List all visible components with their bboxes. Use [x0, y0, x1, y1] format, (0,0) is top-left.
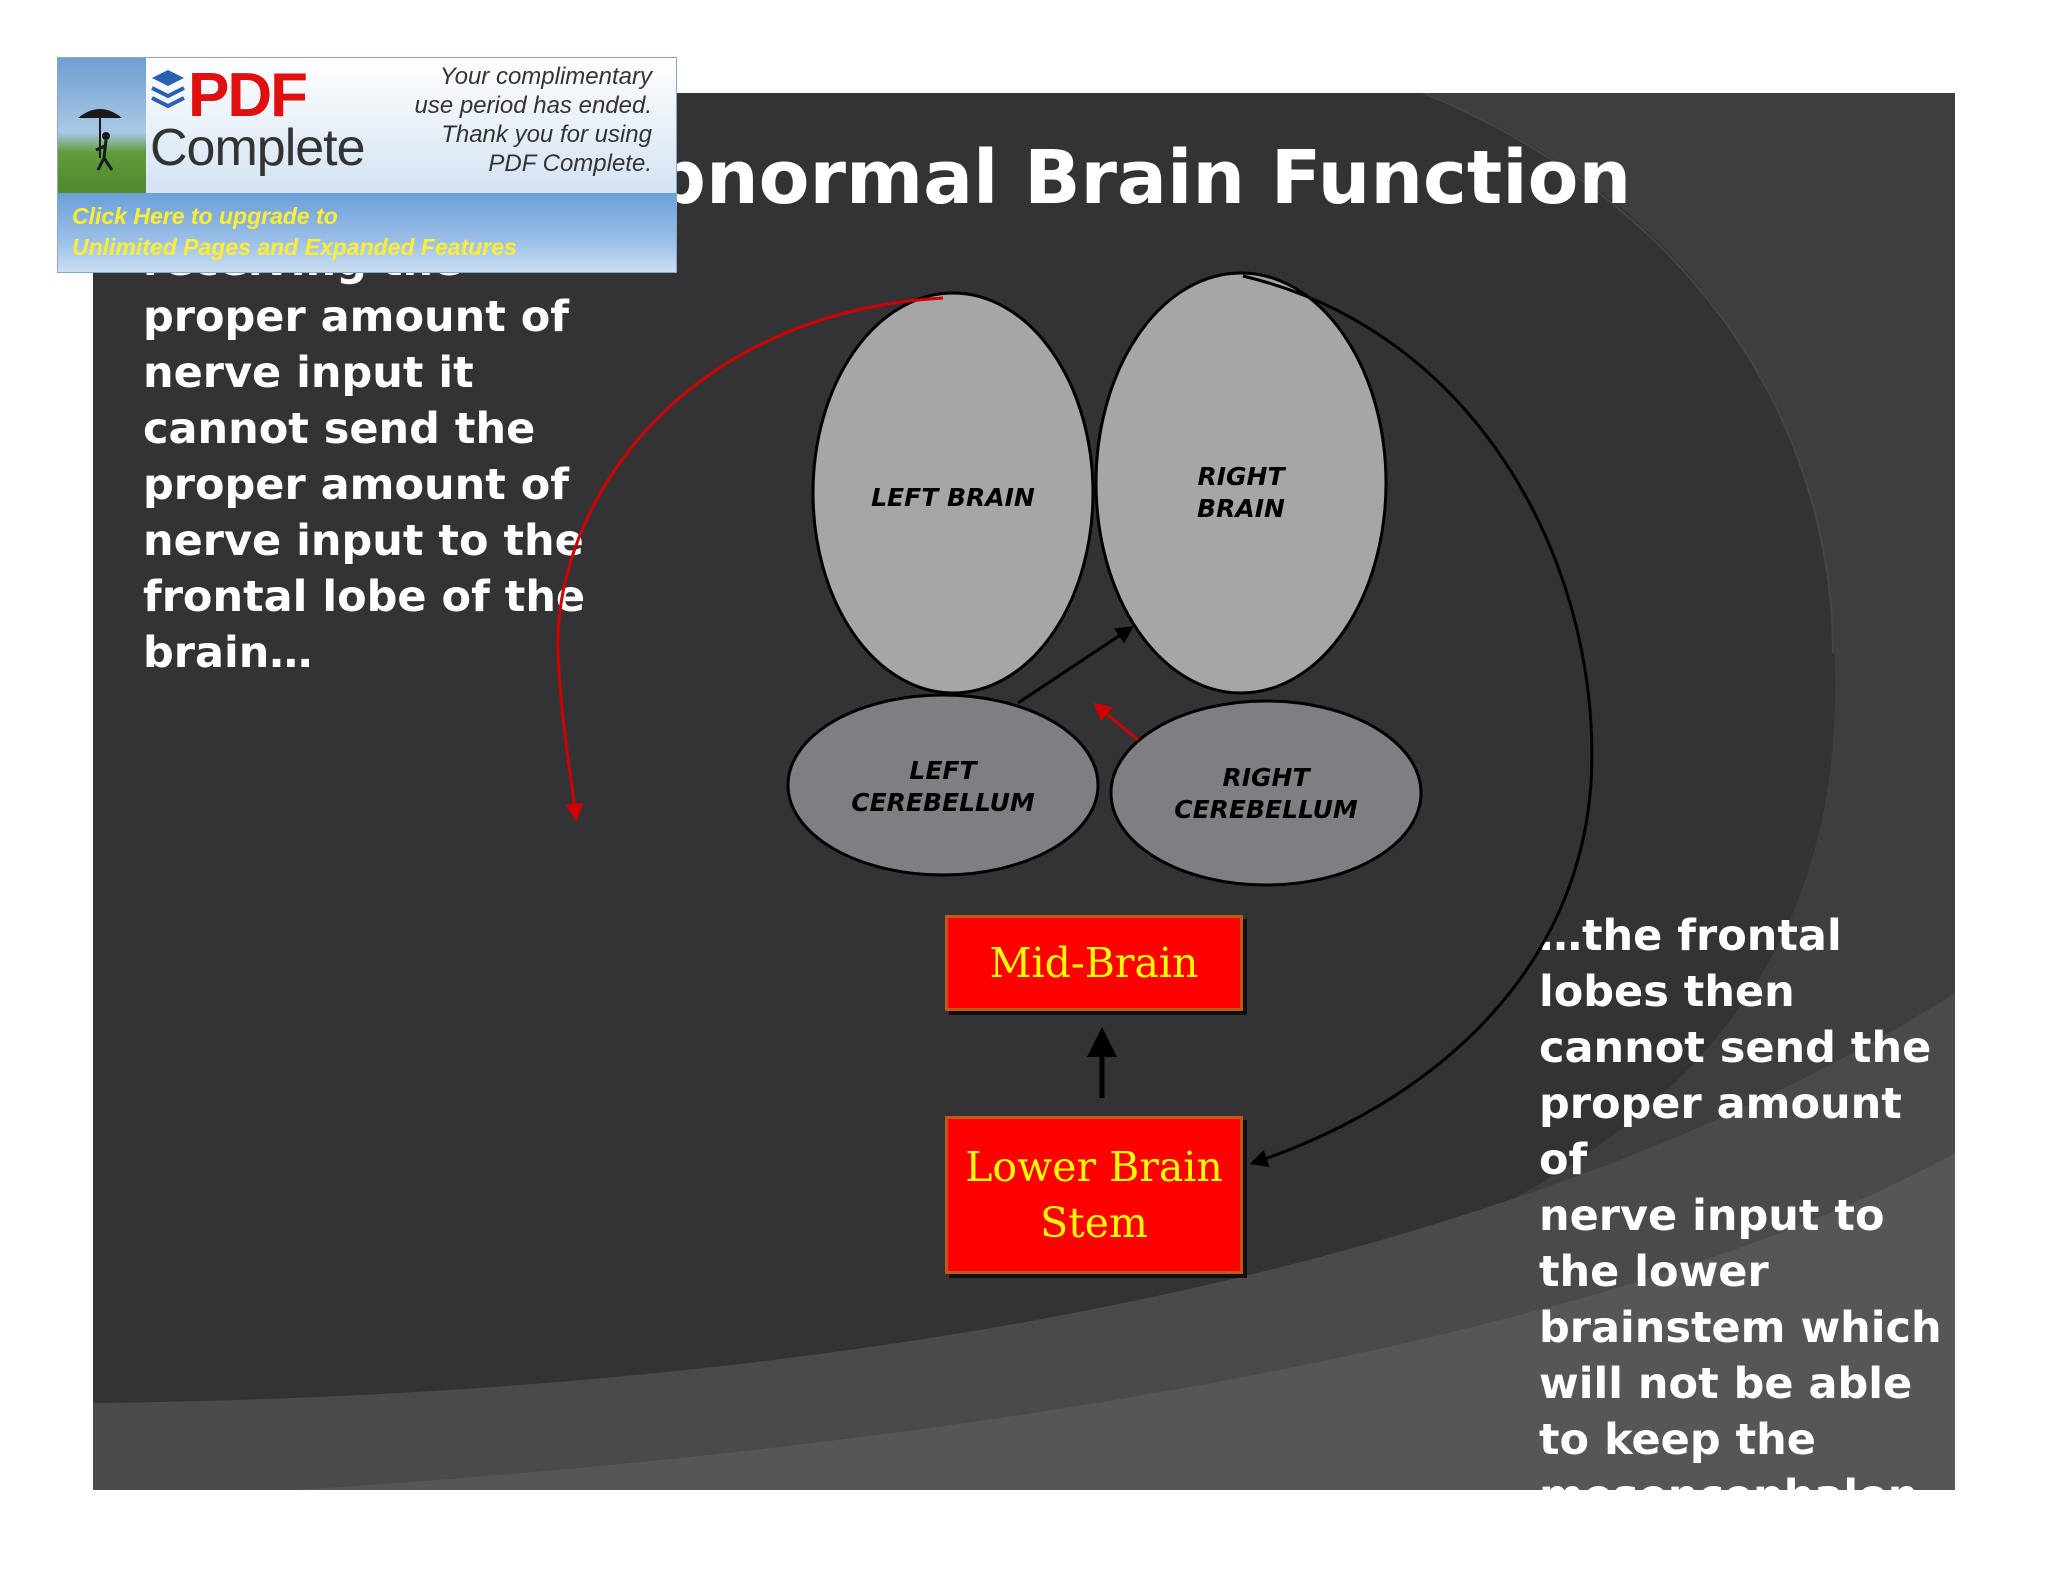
right-explanation-text: …the frontal lobes then cannot send the …	[1539, 911, 1942, 1490]
slide: bnormal Brain Function receiving the pro…	[93, 93, 1955, 1490]
brain-diagram: LEFT BRAIN RIGHT BRAIN LEFT CEREBELLUM R…	[556, 271, 1594, 1167]
right-cerebellum-shape	[1109, 699, 1423, 887]
right-cerebellum-label-line2: CEREBELLUM	[1174, 795, 1358, 824]
left-cerebellum-label-line1: LEFT	[909, 756, 978, 785]
frontal-to-brainstem-black-curved-arrow	[1242, 274, 1594, 1167]
pdf-logo-icon	[151, 70, 185, 109]
right-brain-label-line1: RIGHT	[1197, 462, 1286, 491]
right-cerebellum-to-left-brain-red-arrow	[1093, 702, 1139, 742]
left-brain-label: LEFT BRAIN	[871, 483, 1035, 512]
pdf-logo-word: PDF	[188, 61, 308, 130]
pdf-complete-banner[interactable]: PDF Complete Your complimentary use peri…	[57, 57, 677, 273]
left-cerebellum-to-right-brain-arrow	[1017, 626, 1134, 705]
trial-ended-message: Your complimentary use period has ended.…	[414, 63, 652, 177]
complete-logo-word: Complete	[150, 119, 366, 177]
banner-photo	[58, 58, 146, 193]
upgrade-link[interactable]: Click Here to upgrade to Unlimited Pages…	[58, 193, 676, 272]
frontal-lobe-red-curved-arrow	[556, 296, 944, 822]
left-cerebellum-shape	[786, 693, 1100, 877]
left-brain-shape	[811, 291, 1095, 695]
lower-brain-stem-box: Lower Brain Stem	[945, 1116, 1243, 1274]
mid-brain-box: Mid-Brain	[945, 915, 1243, 1011]
umbrella-figure-icon	[78, 109, 122, 171]
right-brain-label-line2: BRAIN	[1197, 494, 1285, 523]
upgrade-link-line2[interactable]: Unlimited Pages and Expanded Features	[72, 234, 517, 260]
slide-title: bnormal Brain Function	[653, 135, 1632, 221]
left-explanation-text: receiving the proper amount of nerve inp…	[143, 236, 586, 678]
upgrade-link-line1[interactable]: Click Here to upgrade to	[72, 203, 338, 229]
slide-background-swirl	[93, 93, 1955, 1490]
right-brain-shape	[1094, 271, 1388, 695]
right-cerebellum-label-line1: RIGHT	[1222, 763, 1311, 792]
left-cerebellum-label-line2: CEREBELLUM	[851, 788, 1035, 817]
